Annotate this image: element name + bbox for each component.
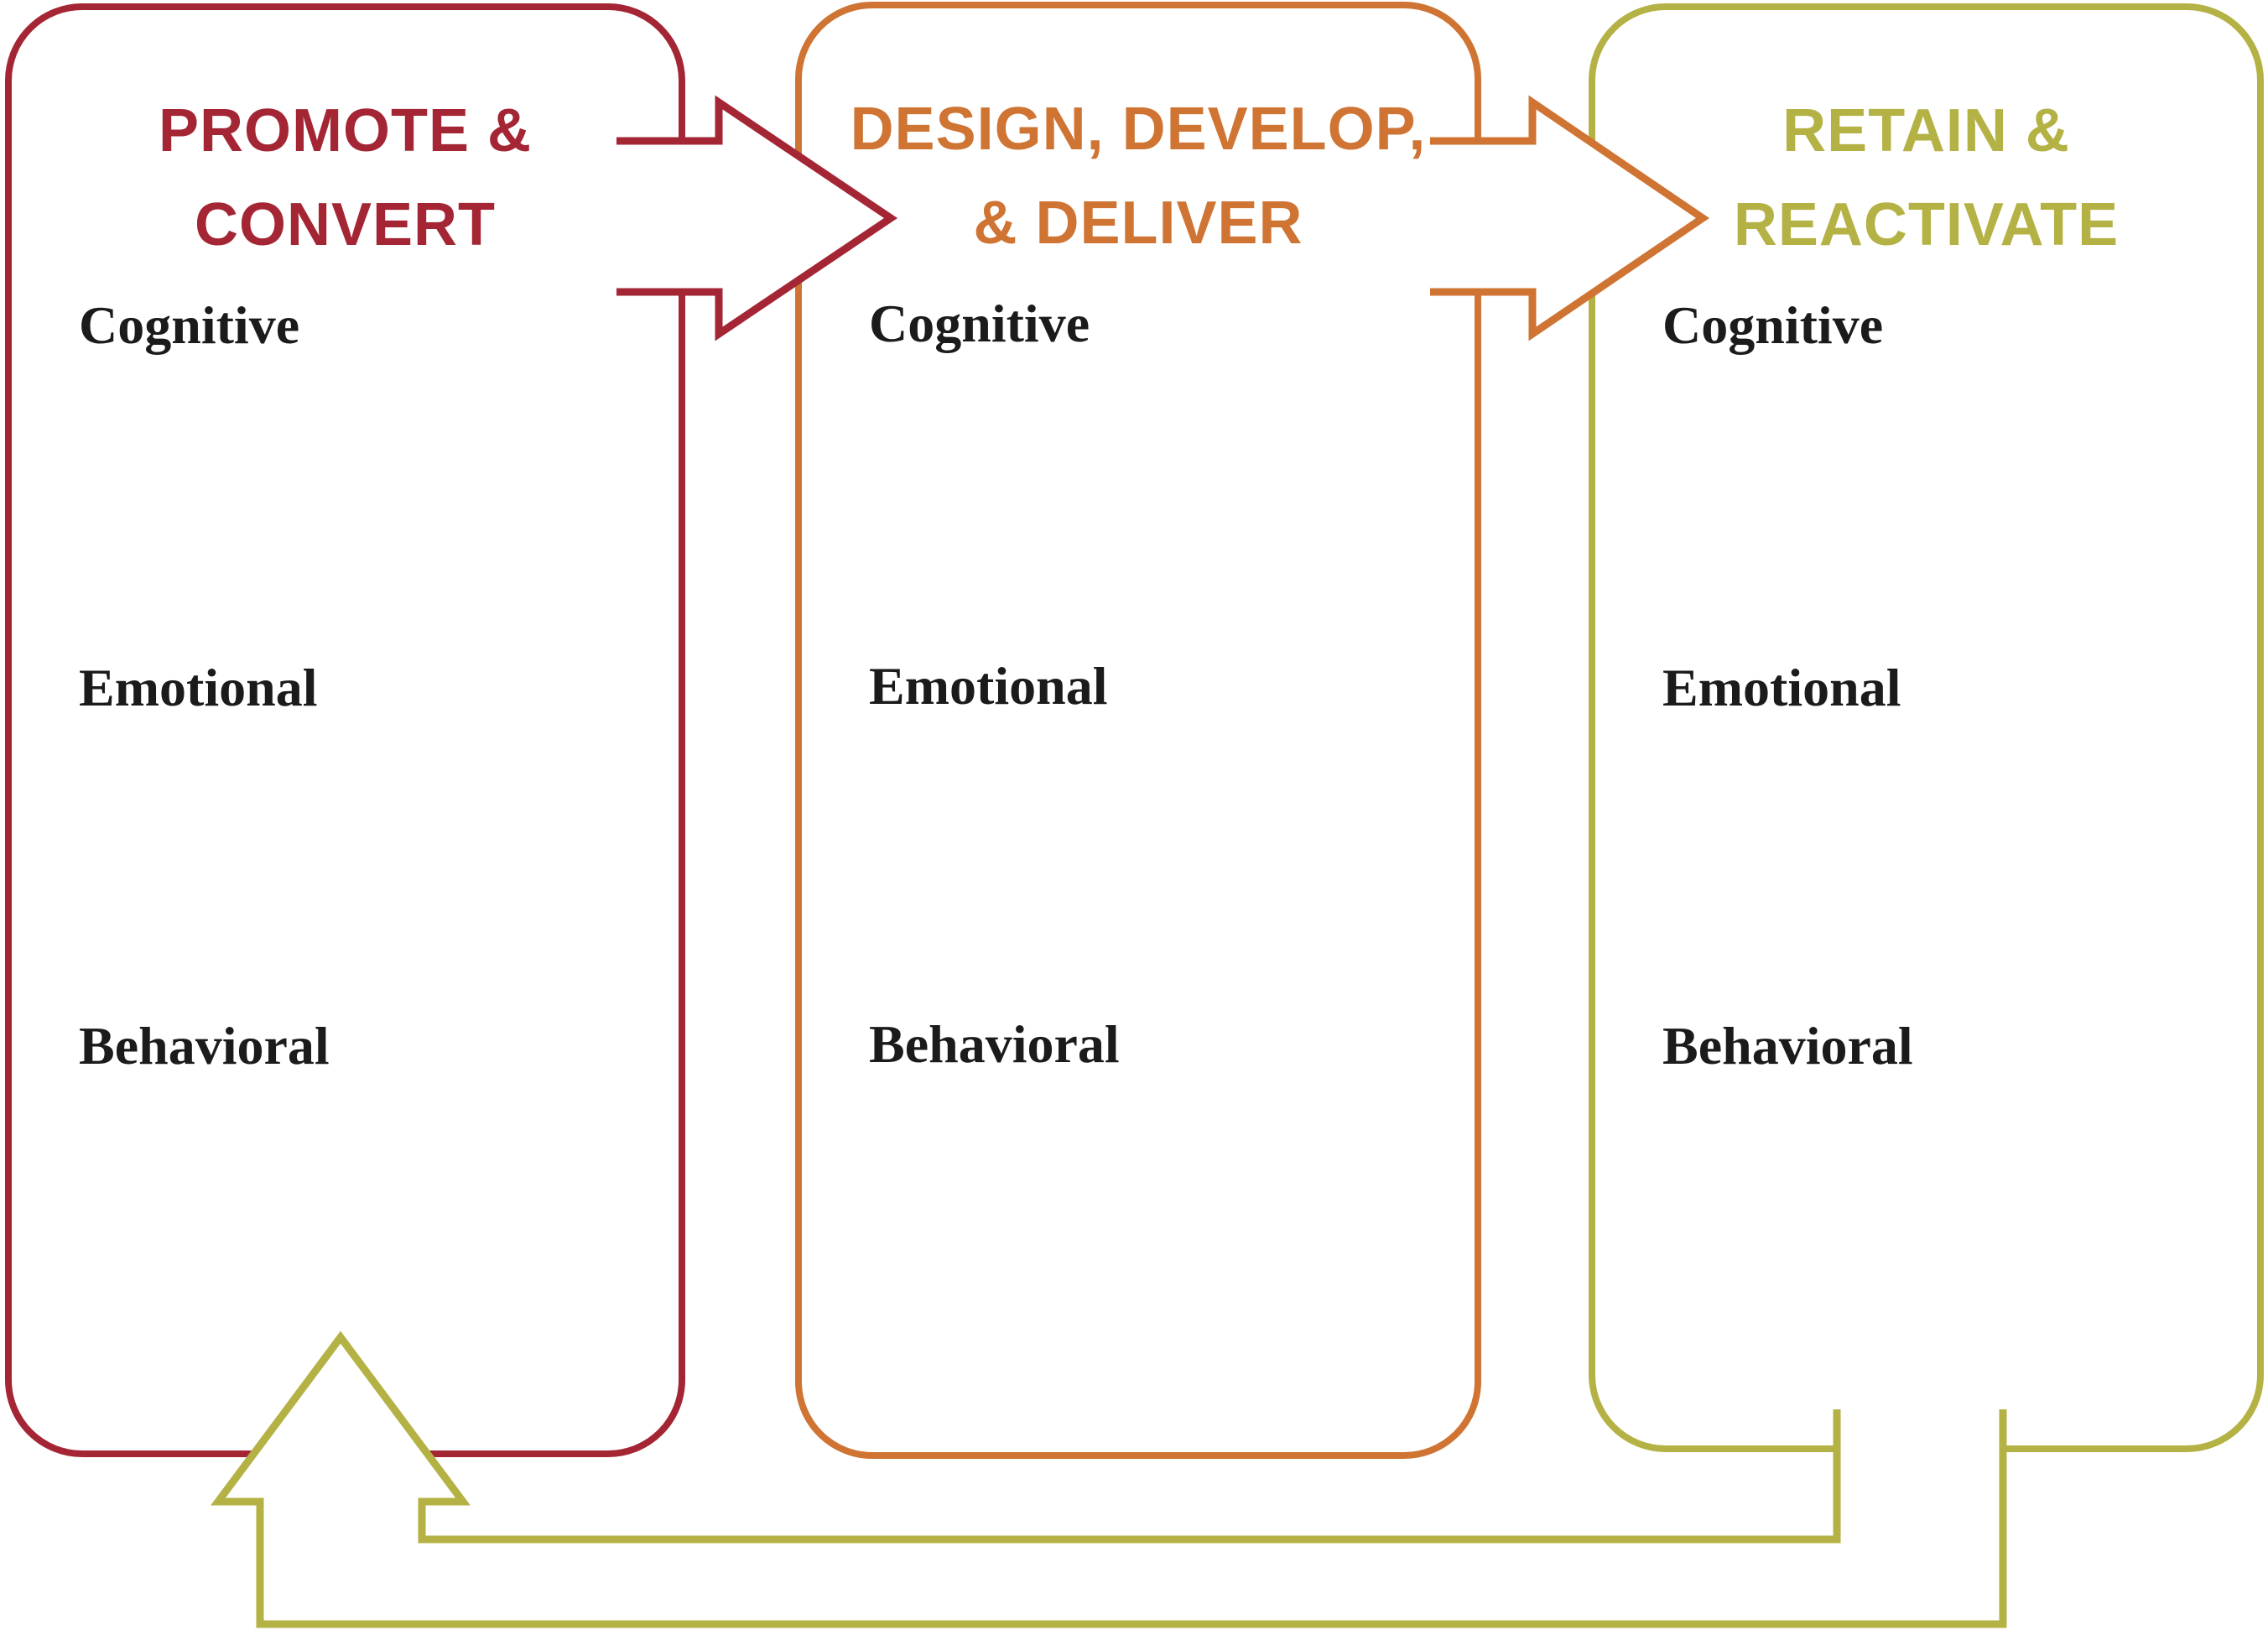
panel-promote-convert: PROMOTE & CONVERT Cognitive Emotional Be… bbox=[5, 3, 685, 1457]
panel-title-line2: & DELIVER bbox=[973, 190, 1303, 257]
label-cognitive: Cognitive bbox=[79, 295, 300, 355]
label-behavioral: Behavioral bbox=[869, 1014, 1120, 1074]
label-behavioral: Behavioral bbox=[79, 1016, 330, 1075]
panel-design-develop-deliver-title: DESIGN, DEVELOP, & DELIVER bbox=[802, 82, 1475, 270]
label-emotional: Emotional bbox=[869, 656, 1108, 716]
panel-title-line2: REACTIVATE bbox=[1733, 191, 2120, 258]
label-emotional: Emotional bbox=[1662, 658, 1901, 717]
panel-title-line1: RETAIN & bbox=[1782, 97, 2070, 164]
panel-retain-reactivate: RETAIN & REACTIVATE Cognitive Emotional … bbox=[1589, 3, 2264, 1452]
panel-retain-reactivate-title: RETAIN & REACTIVATE bbox=[1595, 84, 2257, 272]
label-emotional: Emotional bbox=[79, 658, 318, 717]
label-behavioral: Behavioral bbox=[1662, 1016, 1913, 1075]
panel-promote-convert-title: PROMOTE & CONVERT bbox=[12, 84, 679, 272]
panel-design-develop-deliver: DESIGN, DEVELOP, & DELIVER Cognitive Emo… bbox=[795, 2, 1481, 1459]
panel-title-line2: CONVERT bbox=[194, 191, 497, 258]
panel-title-line1: PROMOTE & bbox=[158, 97, 532, 164]
label-cognitive: Cognitive bbox=[1662, 295, 1884, 355]
label-cognitive: Cognitive bbox=[869, 294, 1090, 353]
panel-title-line1: DESIGN, DEVELOP, bbox=[850, 96, 1427, 163]
